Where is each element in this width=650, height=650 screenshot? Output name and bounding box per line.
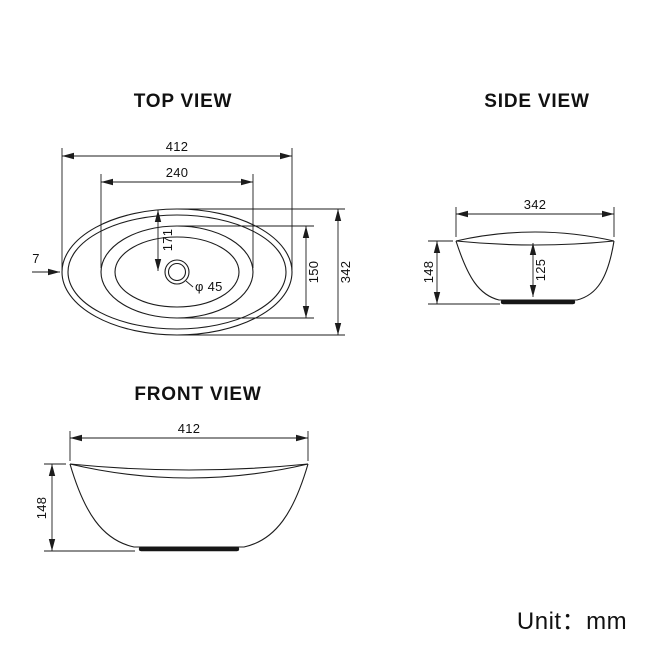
top-view-title: TOP VIEW: [134, 91, 233, 112]
leader-line: [185, 280, 194, 288]
dim-label-front-148: 148: [34, 497, 49, 520]
dim-front-overall-width: 412: [69, 421, 309, 461]
basin-rim-edge-ellipse: [67, 214, 287, 330]
basin-rim-far-edge: [69, 463, 309, 471]
dim-top-opening-height: 150: [178, 225, 321, 319]
dim-label-top-342: 342: [338, 261, 353, 284]
dim-top-overall-width: 412: [61, 139, 293, 270]
side-view-title: SIDE VIEW: [484, 91, 589, 112]
basin-base-foot: [138, 546, 240, 552]
dim-side-inner-depth: 125: [529, 243, 548, 297]
dim-label-side-148: 148: [421, 261, 436, 284]
dim-label-top-171: 171: [160, 229, 175, 252]
drain-hole-inner-circle: [167, 262, 187, 282]
front-view: FRONT VIEW 412 148: [34, 384, 309, 552]
side-view: SIDE VIEW 342 148 125: [421, 91, 615, 305]
dim-top-opening-width: 240: [100, 165, 254, 268]
drain-hole-outer-circle: [164, 259, 190, 285]
dim-label-side-125: 125: [533, 259, 548, 282]
dim-drain-diameter: φ 45: [185, 279, 223, 294]
basin-outer-rim-ellipse: [61, 208, 293, 336]
top-view-basin-outline: [61, 208, 293, 336]
basin-rim-near-edge: [455, 240, 615, 246]
dim-label-front-412: 412: [178, 421, 201, 436]
dim-front-height: 148: [34, 463, 135, 552]
dim-top-rim-edge: 7: [32, 251, 60, 276]
dim-label-side-342: 342: [524, 197, 547, 212]
dim-label-top-412: 412: [166, 139, 189, 154]
front-view-title: FRONT VIEW: [134, 384, 261, 405]
dim-top-rim-to-center: 171: [154, 210, 175, 271]
basin-body-outline: [69, 463, 309, 548]
unit-note: Unit：mm: [517, 608, 627, 635]
top-view: TOP VIEW 412 240 171: [32, 91, 353, 336]
front-view-basin-outline: [69, 463, 309, 552]
dim-label-top-240: 240: [166, 165, 189, 180]
dim-label-top-7: 7: [32, 251, 40, 266]
basin-opening-ellipse: [100, 225, 254, 319]
dim-label-drain-diameter: φ 45: [195, 279, 223, 294]
dim-label-top-150: 150: [306, 261, 321, 284]
dim-side-height: 148: [421, 240, 500, 305]
basin-rim-far-edge: [455, 231, 615, 242]
basin-rim-near-edge: [69, 463, 309, 479]
dim-top-overall-height: 342: [178, 208, 353, 336]
basin-bottom-ellipse: [114, 236, 240, 308]
dim-side-overall-width: 342: [455, 197, 615, 237]
basin-base-foot: [500, 299, 576, 305]
